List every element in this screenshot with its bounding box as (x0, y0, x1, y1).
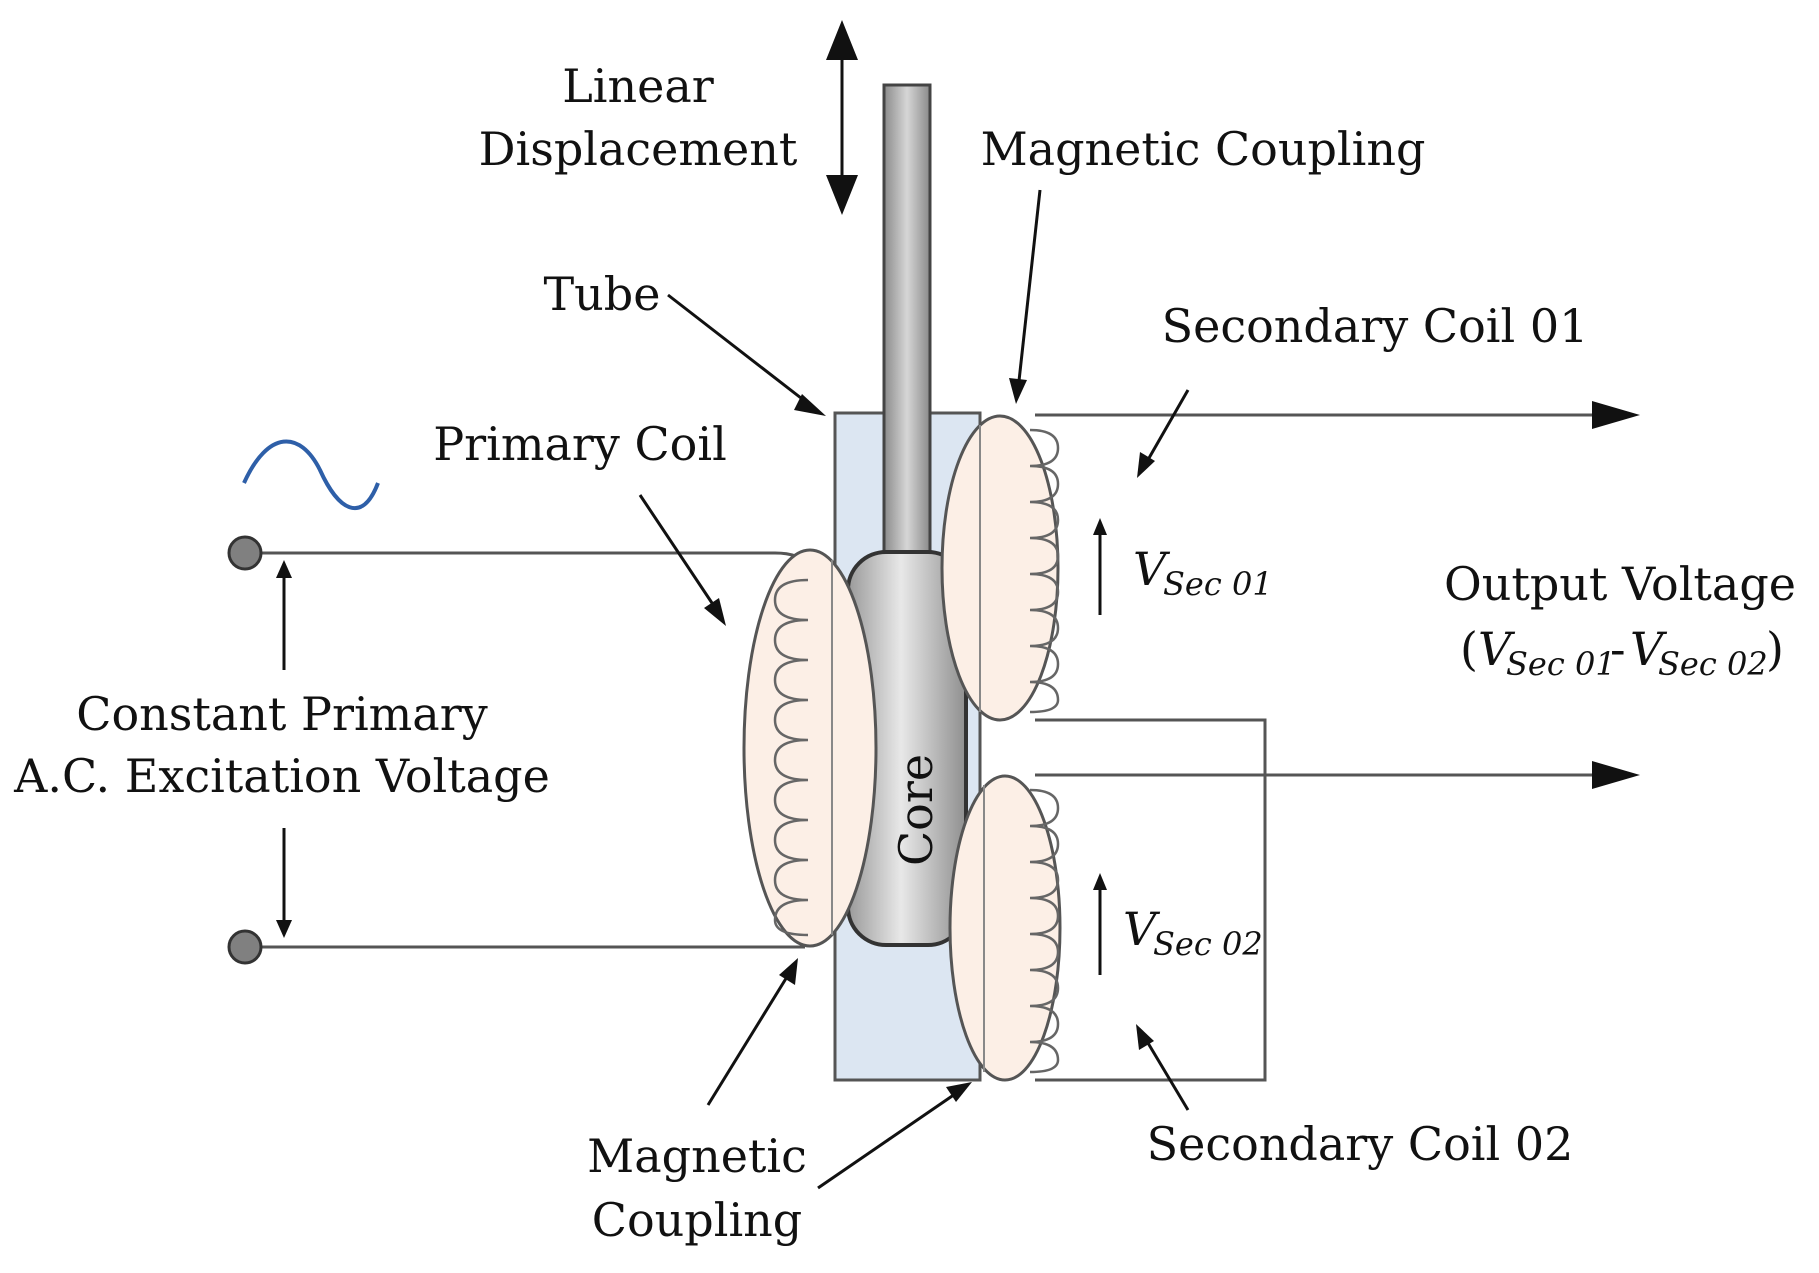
output-formula-v1: V (1478, 622, 1516, 676)
vsec01-subscript: Sec 01 (1163, 565, 1273, 603)
linear-displacement-label-line2: Displacement (479, 122, 798, 176)
magnetic-coupling-bottom-label-line2: Coupling (592, 1193, 802, 1247)
primary-coil-label: Primary Coil (433, 417, 727, 471)
primary-coil-winding (773, 578, 809, 937)
vsec02-arrow (1093, 873, 1107, 975)
tube-label: Tube (544, 267, 661, 321)
primary-terminal-top (227, 535, 263, 571)
output-formula-close: ) (1766, 622, 1784, 676)
magnetic-coupling-top-label: Magnetic Coupling (981, 122, 1426, 176)
output-formula-open: ( (1460, 622, 1478, 676)
excitation-label-line2: A.C. Excitation Voltage (13, 749, 550, 803)
output-formula-sub2: Sec 02 (1658, 645, 1768, 683)
secondary-coil-01-label: Secondary Coil 01 (1162, 299, 1589, 353)
secondary-coil-01 (940, 414, 1060, 722)
vsec01-label: V (1133, 542, 1171, 596)
output-arrow-top (1592, 401, 1640, 429)
secondary-coil-01-winding (1029, 428, 1060, 714)
vsec01-arrow (1093, 518, 1107, 615)
secondary-coil-02-pointer-arrow (1136, 1024, 1190, 1111)
ac-sine-wave-icon (242, 439, 380, 510)
secondary-coil-02-label: Secondary Coil 02 (1147, 1117, 1574, 1171)
primary-coil (742, 548, 878, 948)
primary-coil-pointer-arrow (638, 494, 726, 626)
primary-coil-ellipse (742, 548, 878, 948)
vsec02-subscript: Sec 02 (1153, 925, 1263, 963)
output-formula: ( V Sec 01 - V Sec 02 ) (1460, 622, 1784, 683)
primary-terminal-bottom (227, 929, 263, 965)
displacement-rod (882, 83, 932, 557)
output-voltage-label: Output Voltage (1444, 557, 1796, 611)
tube-pointer-arrow (667, 293, 826, 416)
secondary-coil-01-ellipse (940, 414, 1060, 722)
secondary-coil-01-pointer-arrow (1137, 389, 1190, 478)
magnetic-coupling-top-pointer-arrow (1009, 189, 1042, 404)
magnetic-coupling-bottom-left-pointer-arrow (706, 958, 798, 1106)
output-formula-dash: - (1610, 622, 1626, 676)
excitation-label-line1: Constant Primary (76, 687, 487, 741)
secondary-coil-02 (948, 774, 1062, 1082)
sec01-bottom-wire (1035, 718, 1267, 1082)
magnetic-coupling-bottom-right-pointer-arrow (817, 1082, 972, 1190)
magnetic-coupling-bottom-label-line1: Magnetic (587, 1129, 807, 1183)
primary-top-wire (245, 551, 808, 566)
secondary-coil-02-winding (1029, 788, 1060, 1074)
output-formula-sub1: Sec 01 (1506, 645, 1616, 683)
secondary-coil-02-ellipse (948, 774, 1062, 1082)
linear-displacement-arrow (826, 20, 858, 215)
core-label: Core (889, 754, 943, 866)
output-formula-v2: V (1630, 622, 1668, 676)
excitation-arrow (276, 560, 292, 938)
output-arrow-bottom (1592, 761, 1640, 789)
linear-displacement-label-line1: Linear (562, 59, 714, 113)
vsec02-label: V (1123, 902, 1161, 956)
